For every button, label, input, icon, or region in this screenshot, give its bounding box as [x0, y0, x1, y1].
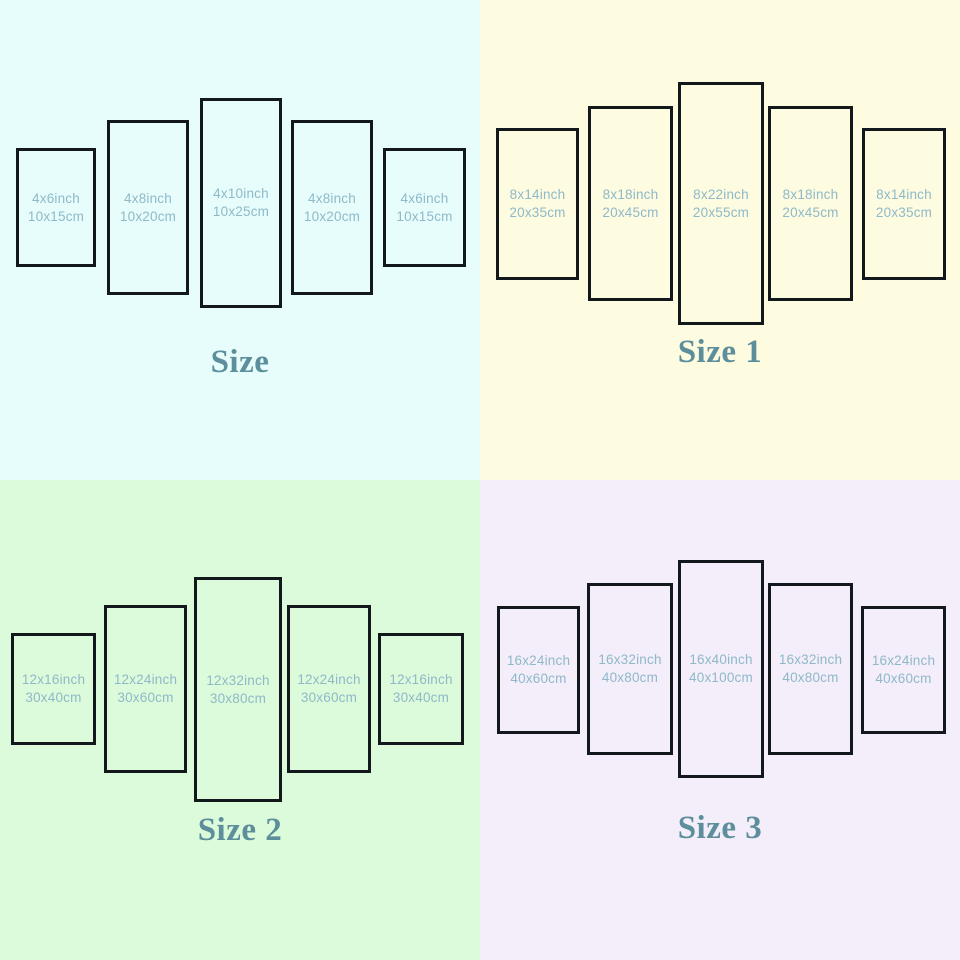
panel-size-centimeters: 30x60cm [117, 690, 174, 705]
panel-size-label: 8x14inch 20x35cm [509, 186, 565, 222]
panel-size-label: 4x6inch 10x15cm [28, 190, 84, 226]
panel-size-inches: 12x16inch [389, 672, 453, 688]
panel-size-inches: 12x16inch [21, 672, 86, 688]
panel-size-label: 16x24inch 40x60cm [872, 652, 935, 688]
panel-size-label: 16x32inch 40x80cm [779, 651, 842, 687]
panel-size-centimeters: 40x80cm [782, 670, 839, 685]
panel-size-inches: 12x24inch [113, 672, 178, 688]
canvas-panel-3: 12x32inch 30x80cm [194, 577, 282, 802]
panel-size-inches: 16x24inch [506, 653, 571, 669]
canvas-panel-1: 12x16inch 30x40cm [11, 633, 96, 745]
quadrant-title-size-3: Size 3 [677, 810, 763, 846]
canvas-panel-5: 8x14inch 20x35cm [862, 128, 946, 280]
panel-size-centimeters: 40x60cm [875, 671, 932, 686]
panel-size-label: 8x18inch 20x45cm [602, 186, 658, 222]
canvas-panel-4: 4x8inch 10x20cm [291, 120, 373, 295]
canvas-panel-2: 16x32inch 40x80cm [587, 583, 673, 755]
panel-group-size-3: 16x24inch 40x60cm 16x32inch 40x80cm 16x40inc… [480, 480, 960, 850]
quadrant-title-size-2: Size 2 [197, 812, 283, 848]
panel-size-centimeters: 20x35cm [509, 205, 566, 220]
canvas-panel-1: 8x14inch 20x35cm [496, 128, 579, 280]
panel-size-label: 12x16inch 30x40cm [389, 671, 452, 707]
quadrant-size-1: 8x14inch 20x35cm 8x18inch 20x45cm 8x22inch 20… [480, 0, 960, 480]
panel-group-size-1: 8x14inch 20x35cm 8x18inch 20x45cm 8x22inch 20… [480, 0, 960, 370]
panel-size-centimeters: 10x15cm [396, 208, 453, 224]
panel-size-centimeters: 40x80cm [601, 670, 659, 685]
panel-size-centimeters: 10x20cm [303, 208, 361, 224]
canvas-panel-2: 12x24inch 30x60cm [104, 605, 187, 773]
canvas-panel-3: 16x40inch 40x100cm [678, 560, 764, 778]
panel-group-size-2: 12x16inch 30x40cm 12x24inch 30x60cm 12x32inc… [0, 480, 480, 850]
panel-size-inches: 16x32inch [778, 652, 843, 668]
quadrant-title-size-1: Size 1 [677, 334, 763, 370]
canvas-panel-5: 16x24inch 40x60cm [861, 606, 946, 734]
canvas-panel-3: 8x22inch 20x55cm [678, 82, 764, 325]
canvas-panel-4: 8x18inch 20x45cm [768, 106, 853, 301]
panel-size-inches: 16x40inch [689, 652, 753, 668]
canvas-panel-1: 16x24inch 40x60cm [497, 606, 580, 734]
quadrant-size-3: 16x24inch 40x60cm 16x32inch 40x80cm 16x40inc… [480, 480, 960, 960]
canvas-panel-1: 4x6inch 10x15cm [16, 148, 96, 267]
panel-size-label: 4x6inch 10x15cm [396, 190, 452, 226]
panel-size-inches: 8x18inch [782, 186, 839, 202]
panel-size-label: 4x10inch 10x25cm [213, 185, 269, 221]
panel-size-label: 8x18inch 20x45cm [782, 186, 838, 222]
panel-size-inches: 8x18inch [602, 186, 659, 202]
quadrant-title-size: Size [210, 344, 270, 380]
canvas-panel-3: 4x10inch 10x25cm [200, 98, 282, 308]
panel-size-inches: 4x8inch [124, 190, 172, 206]
panel-size-centimeters: 10x20cm [119, 208, 177, 224]
panel-size-centimeters: 20x35cm [875, 205, 933, 220]
panel-size-label: 12x16inch 30x40cm [22, 671, 85, 707]
panel-size-inches: 4x10inch [213, 186, 269, 202]
panel-size-inches: 16x24inch [871, 653, 936, 669]
canvas-panel-5: 4x6inch 10x15cm [383, 148, 466, 267]
panel-group-size: 4x6inch 10x15cm 4x8inch 10x20cm 4x10inch 10x2… [0, 0, 480, 370]
panel-size-inches: 8x14inch [876, 187, 932, 203]
panel-size-centimeters: 40x100cm [689, 670, 753, 685]
panel-size-label: 16x32inch 40x80cm [598, 651, 661, 687]
panel-size-centimeters: 30x40cm [392, 690, 450, 705]
panel-size-label: 12x32inch 30x80cm [206, 672, 269, 708]
panel-size-label: 12x24inch 30x60cm [297, 671, 360, 707]
panel-size-label: 8x22inch 20x55cm [693, 186, 749, 222]
panel-size-centimeters: 10x15cm [27, 208, 85, 224]
canvas-panel-2: 8x18inch 20x45cm [588, 106, 673, 301]
panel-size-inches: 8x14inch [509, 187, 566, 203]
canvas-panel-5: 12x16inch 30x40cm [378, 633, 464, 745]
panel-size-label: 4x8inch 10x20cm [120, 190, 176, 226]
panel-size-inches: 12x24inch [297, 672, 361, 688]
quadrant-size: 4x6inch 10x15cm 4x8inch 10x20cm 4x10inch 10x2… [0, 0, 480, 480]
panel-size-centimeters: 20x55cm [692, 204, 750, 220]
canvas-panel-4: 16x32inch 40x80cm [768, 583, 853, 755]
panel-size-label: 16x40inch 40x100cm [689, 651, 753, 687]
panel-size-label: 16x24inch 40x60cm [507, 652, 570, 688]
panel-size-inches: 12x32inch [206, 672, 270, 688]
panel-size-label: 8x14inch 20x35cm [876, 186, 932, 222]
panel-size-inches: 4x6inch [400, 190, 449, 206]
panel-size-centimeters: 30x60cm [300, 690, 358, 705]
quadrant-size-2: 12x16inch 30x40cm 12x24inch 30x60cm 12x32inc… [0, 480, 480, 960]
canvas-panel-4: 12x24inch 30x60cm [287, 605, 371, 773]
panel-size-centimeters: 40x60cm [510, 671, 567, 686]
panel-size-label: 12x24inch 30x60cm [114, 671, 177, 707]
panel-size-inches: 8x22inch [693, 186, 749, 202]
panel-size-inches: 4x8inch [308, 190, 356, 206]
canvas-panel-2: 4x8inch 10x20cm [107, 120, 189, 295]
panel-size-centimeters: 20x45cm [782, 204, 839, 220]
panel-size-label: 4x8inch 10x20cm [304, 190, 360, 226]
panel-size-centimeters: 20x45cm [602, 204, 659, 220]
panel-size-centimeters: 30x40cm [25, 690, 82, 705]
panel-size-inches: 4x6inch [32, 190, 80, 206]
panel-size-centimeters: 10x25cm [212, 204, 270, 219]
panel-size-inches: 16x32inch [598, 652, 662, 668]
panel-size-centimeters: 30x80cm [209, 690, 267, 706]
